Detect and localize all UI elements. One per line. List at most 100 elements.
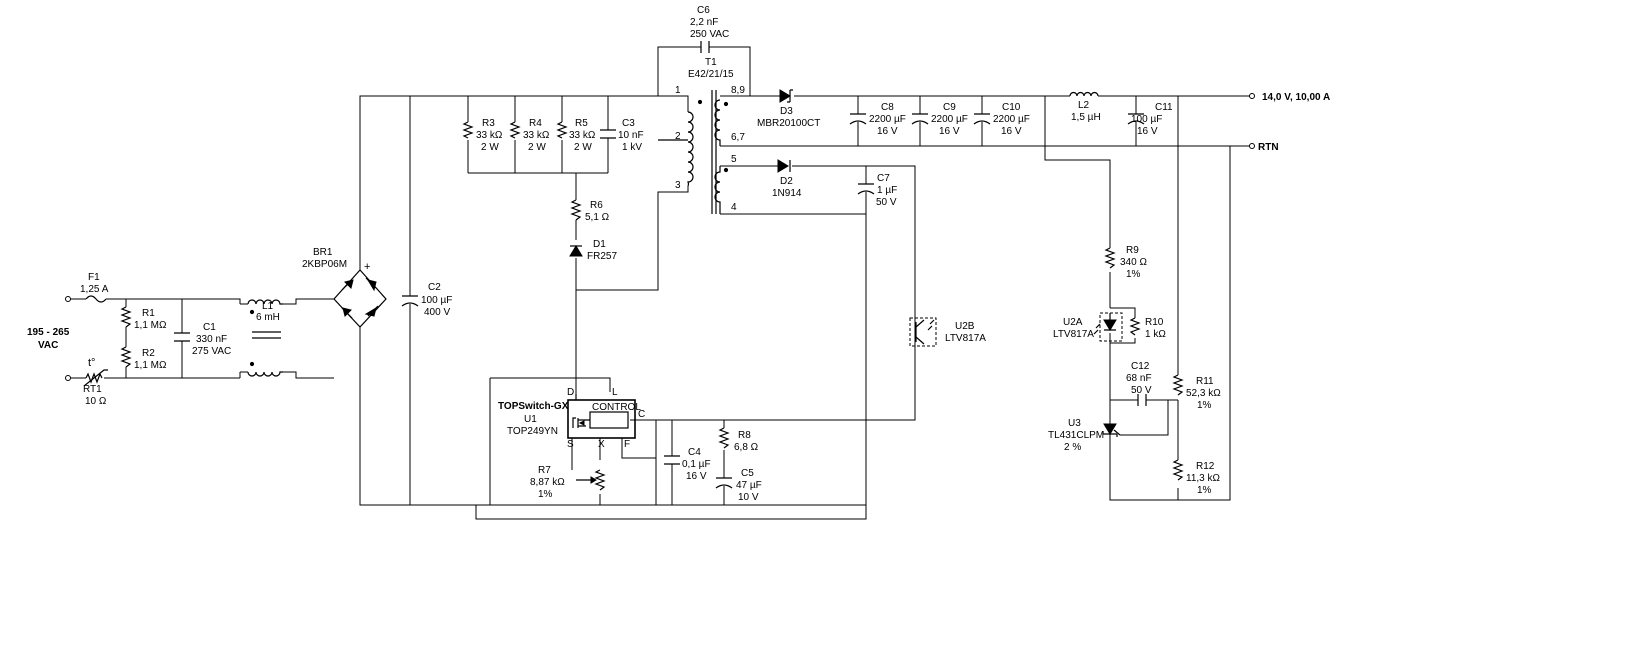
d3-value: MBR20100CT xyxy=(757,118,820,129)
resistor-r8 xyxy=(718,427,730,449)
c1-rating: 275 VAC xyxy=(192,346,231,357)
resistor-r7 xyxy=(576,469,606,491)
resistor-r3 xyxy=(462,121,474,139)
diode-d1 xyxy=(569,245,583,257)
u1-pin-l: L xyxy=(612,387,618,398)
c11-rating: 16 V xyxy=(1137,126,1158,137)
c7-ref: C7 xyxy=(877,173,890,184)
c6-ref: C6 xyxy=(697,5,710,16)
optocoupler-u2a xyxy=(1093,312,1123,342)
r2-value: 1,1 MΩ xyxy=(134,360,167,371)
labels: 195 - 265 VAC F1 1,25 A t° RT1 10 Ω R1 1… xyxy=(27,5,1330,503)
r5-rating: 2 W xyxy=(574,142,592,153)
br1-value: 2KBP06M xyxy=(302,259,347,270)
c8-value: 2200 µF xyxy=(869,114,906,125)
u1-pin-x: X xyxy=(598,439,605,450)
d3-ref: D3 xyxy=(780,106,793,117)
c3-value: 10 nF xyxy=(618,130,644,141)
controller-u1 xyxy=(567,394,636,439)
c2-value: 100 µF xyxy=(421,295,452,306)
capacitor-c12 xyxy=(1137,394,1147,406)
input-voltage-label: 195 - 265 xyxy=(27,327,70,338)
diode-d3 xyxy=(779,89,793,103)
r4-rating: 2 W xyxy=(528,142,546,153)
d2-ref: D2 xyxy=(780,176,793,187)
c2-rating: 400 V xyxy=(424,307,450,318)
r7-tol: 1% xyxy=(538,489,553,500)
output-main-label: 14,0 V, 10,00 A xyxy=(1262,92,1330,103)
r11-ref: R11 xyxy=(1196,376,1214,387)
resistor-r11 xyxy=(1172,374,1184,396)
output-terminal-main xyxy=(1249,93,1255,99)
capacitor-c1 xyxy=(174,332,190,342)
c10-rating: 16 V xyxy=(1001,126,1022,137)
r12-tol: 1% xyxy=(1197,485,1212,496)
t1-pin-8-9: 8,9 xyxy=(731,85,745,96)
shunt-regulator-u3 xyxy=(1102,423,1121,437)
r10-ref: R10 xyxy=(1145,317,1164,328)
u2b-ref: U2B xyxy=(955,321,975,332)
rt1-value: 10 Ω xyxy=(85,396,107,407)
l1-value: 6 mH xyxy=(256,312,280,323)
t1-value: E42/21/15 xyxy=(688,69,734,80)
resistor-r2 xyxy=(120,346,132,368)
c12-value: 68 nF xyxy=(1126,373,1152,384)
t1-ref: T1 xyxy=(705,57,717,68)
r4-ref: R4 xyxy=(529,118,542,129)
r9-value: 340 Ω xyxy=(1120,257,1147,268)
resistor-r6 xyxy=(570,199,582,221)
br1-ref: BR1 xyxy=(313,247,333,258)
r8-ref: R8 xyxy=(738,430,751,441)
c7-rating: 50 V xyxy=(876,197,897,208)
f1-ref: F1 xyxy=(88,272,100,283)
c4-value: 0,1 µF xyxy=(682,459,711,470)
c4-ref: C4 xyxy=(688,447,701,458)
resistor-r12 xyxy=(1172,459,1184,481)
capacitor-c4 xyxy=(664,455,680,465)
capacitor-c10 xyxy=(973,113,991,125)
u1-ref: U1 xyxy=(524,414,537,425)
c9-rating: 16 V xyxy=(939,126,960,137)
c4-rating: 16 V xyxy=(686,471,707,482)
c11-ref: C11 xyxy=(1155,102,1173,113)
t1-pin-4: 4 xyxy=(731,202,737,213)
u2a-value: LTV817A xyxy=(1053,329,1094,340)
u1-family: TOPSwitch-GX xyxy=(498,401,569,412)
r5-value: 33 kΩ xyxy=(569,130,596,141)
u2b-value: LTV817A xyxy=(945,333,986,344)
c10-value: 2200 µF xyxy=(993,114,1030,125)
rt1-ref: RT1 xyxy=(83,384,102,395)
c5-value: 47 µF xyxy=(736,480,762,491)
c2-ref: C2 xyxy=(428,282,441,293)
c9-value: 2200 µF xyxy=(931,114,968,125)
capacitor-c3 xyxy=(600,129,616,139)
u3-tol: 2 % xyxy=(1064,442,1081,453)
r3-ref: R3 xyxy=(482,118,495,129)
r6-ref: R6 xyxy=(590,200,603,211)
capacitor-c7 xyxy=(857,183,875,195)
r4-value: 33 kΩ xyxy=(523,130,550,141)
c12-rating: 50 V xyxy=(1131,385,1152,396)
bridge-br1 xyxy=(333,269,387,328)
resistor-r9 xyxy=(1104,247,1116,269)
r2-ref: R2 xyxy=(142,348,155,359)
l2-value: 1,5 µH xyxy=(1071,112,1101,123)
rt1-symbol: t° xyxy=(88,357,95,369)
thermistor-rt1 xyxy=(83,369,108,387)
resistor-r10 xyxy=(1129,317,1141,336)
capacitor-c2 xyxy=(401,295,419,307)
capacitor-c6 xyxy=(700,41,710,53)
inductor-l2 xyxy=(1069,91,1099,97)
t1-pin-3: 3 xyxy=(675,180,681,191)
fuse-f1 xyxy=(65,295,107,381)
r3-rating: 2 W xyxy=(481,142,499,153)
c8-rating: 16 V xyxy=(877,126,898,137)
r3-value: 33 kΩ xyxy=(476,130,503,141)
transformer-t1 xyxy=(658,90,729,214)
u1-pin-s: S xyxy=(567,439,574,450)
c6-value: 2,2 nF xyxy=(690,17,718,28)
t1-pin-6-7: 6,7 xyxy=(731,132,745,143)
r12-ref: R12 xyxy=(1196,461,1215,472)
u3-ref: U3 xyxy=(1068,418,1081,429)
